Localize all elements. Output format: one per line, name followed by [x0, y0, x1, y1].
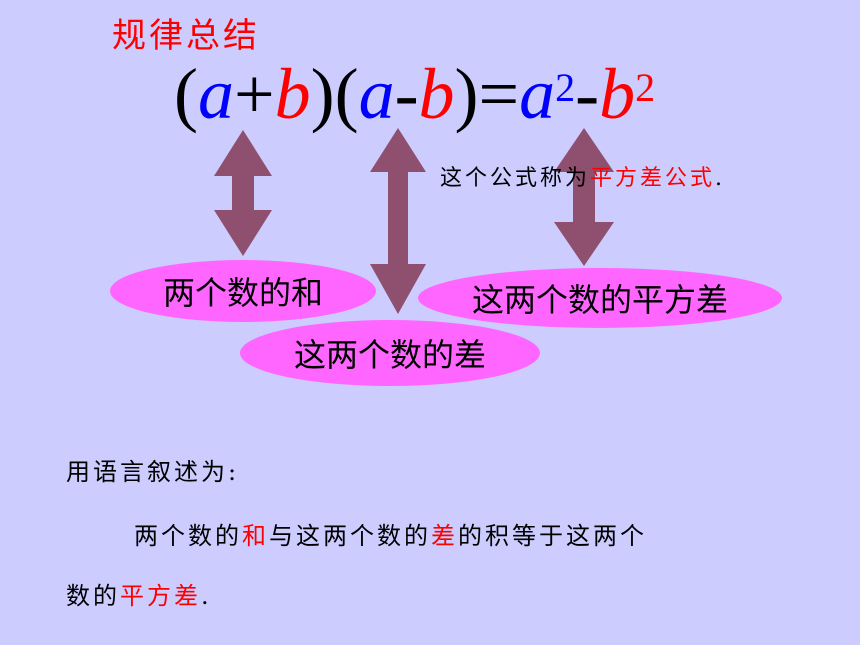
desc-part: 与这两个数的: [269, 522, 431, 550]
desc-part: 数的: [66, 582, 120, 610]
desc-part: 两个数的: [134, 522, 242, 550]
desc-part: .: [201, 582, 212, 610]
formula-var-a-1: a: [197, 54, 234, 134]
label-square-difference-text: 这两个数的平方差: [471, 281, 728, 319]
description-line-2: 数的平方差.: [66, 576, 212, 611]
desc-part: 的积等于这两个: [458, 522, 647, 550]
desc-highlight-sum: 和: [242, 522, 269, 550]
formula-plus: +: [233, 54, 275, 134]
formula-minus-2: -: [575, 54, 600, 134]
formula: (a+b)(a-b)=a2-b2: [174, 58, 655, 130]
label-sum: 两个数的和: [110, 260, 376, 322]
label-difference: 这两个数的差: [240, 320, 540, 386]
formula-exponent-1: 2: [555, 65, 576, 110]
double-arrow-icon-difference: [370, 128, 426, 314]
label-square-difference: 这两个数的平方差: [418, 268, 782, 328]
note-term: 平方差公式: [590, 166, 716, 191]
note-prefix: 这个公式称为: [440, 166, 591, 191]
page-title: 规律总结: [112, 16, 260, 56]
formula-exponent-2: 2: [635, 65, 656, 110]
formula-var-a-3: a: [519, 54, 556, 134]
formula-var-b-3: b: [599, 54, 636, 134]
label-difference-text: 这两个数的差: [293, 336, 486, 374]
desc-highlight-square-difference: 平方差: [120, 582, 201, 610]
formula-open-paren-1: (: [174, 54, 198, 134]
formula-close-paren-2: ): [454, 54, 479, 134]
formula-open-paren-2: (: [334, 54, 359, 134]
formula-var-b-1: b: [274, 54, 311, 134]
description-line-1: 两个数的和与这两个数的差的积等于这两个: [134, 516, 647, 551]
formula-name-note: 这个公式称为平方差公式.: [440, 160, 725, 192]
description-label: 用语言叙述为:: [66, 458, 240, 486]
double-arrow-icon-square-difference: [554, 128, 614, 266]
formula-equals: =: [478, 54, 520, 134]
double-arrow-icon-sum: [214, 130, 272, 256]
formula-var-a-2: a: [358, 54, 395, 134]
note-suffix: .: [715, 166, 726, 191]
formula-minus: -: [394, 54, 419, 134]
formula-var-b-2: b: [418, 54, 455, 134]
label-sum-text: 两个数的和: [162, 274, 323, 312]
formula-close-paren-1: ): [310, 54, 335, 134]
desc-highlight-difference: 差: [431, 522, 458, 550]
